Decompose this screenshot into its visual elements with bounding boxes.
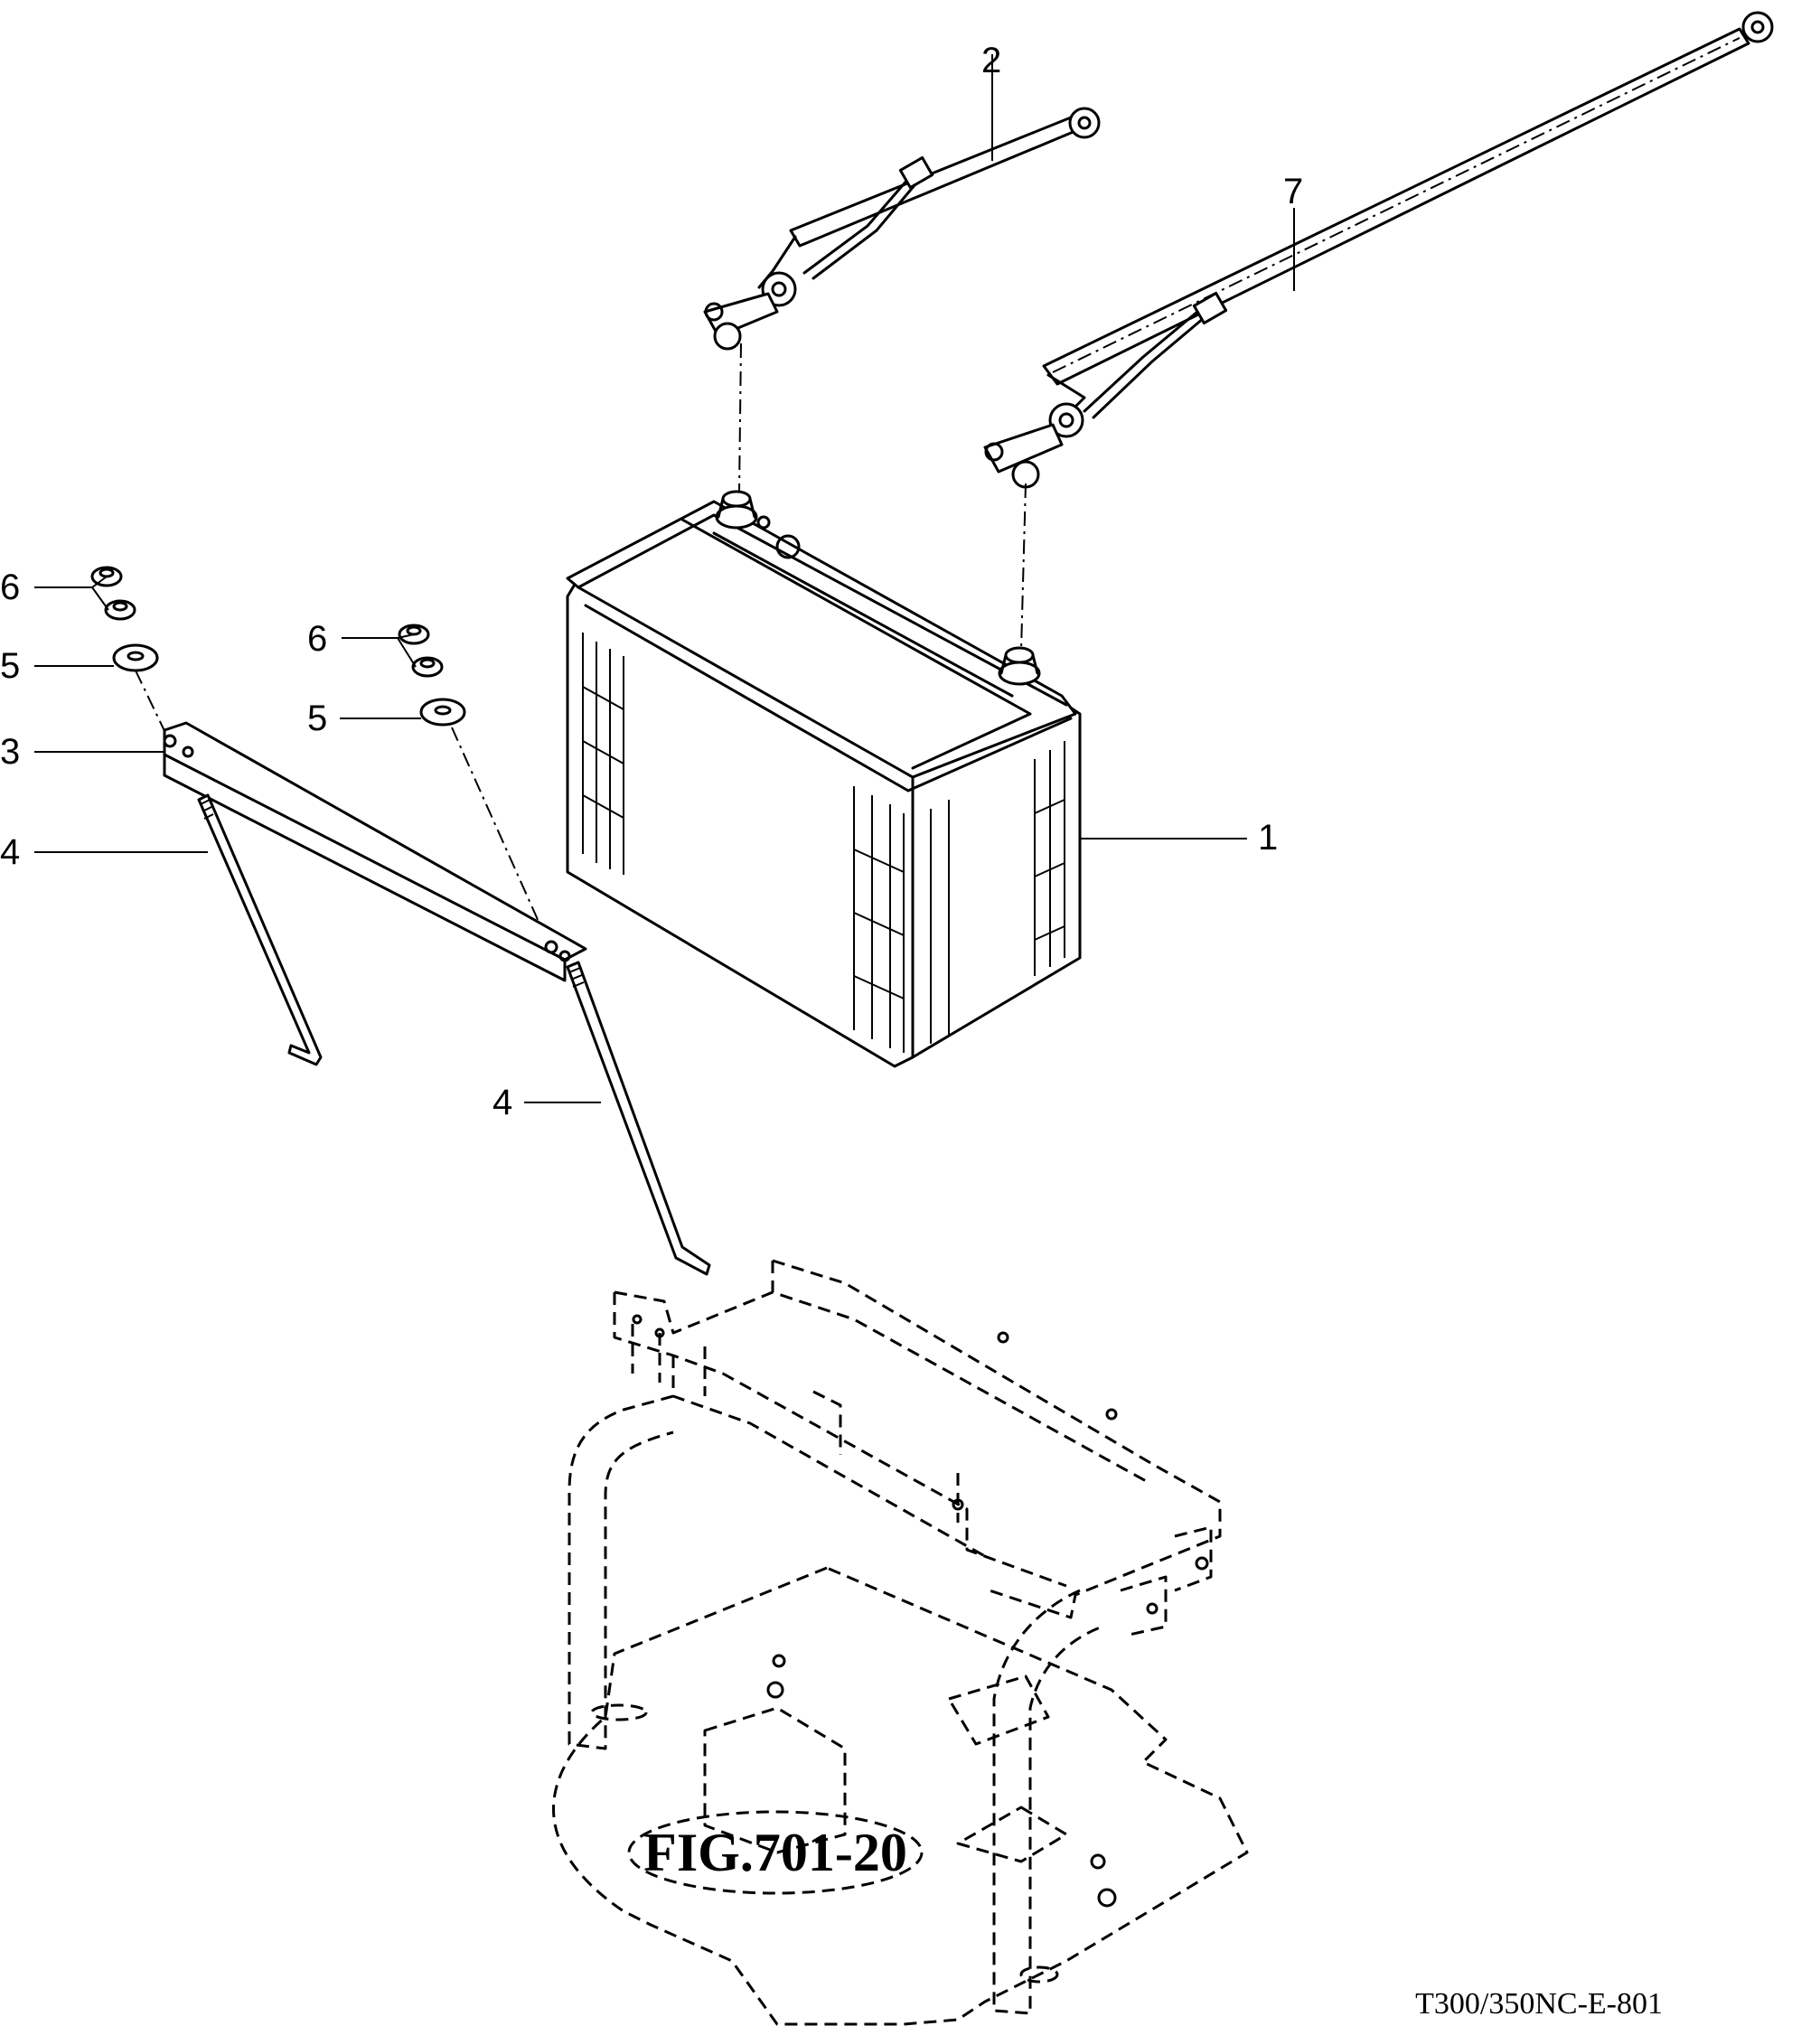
- battery: [566, 490, 1082, 1068]
- callout-6-right: 6: [307, 619, 327, 659]
- battery-vent-grille-left: [582, 633, 624, 875]
- alignment-line-left-stud: [135, 670, 168, 737]
- hold-down-bracket: [163, 721, 587, 982]
- alignment-line-negative: [738, 342, 742, 493]
- alignment-line-positive: [1020, 483, 1027, 652]
- callout-1: 1: [1258, 818, 1278, 858]
- battery-cable-negative: [703, 107, 1101, 351]
- nut-left-group: [90, 566, 136, 621]
- callout-5-right: 5: [307, 699, 327, 738]
- callout-3: 3: [0, 732, 20, 772]
- j-bolt-rod-right: [566, 961, 711, 1276]
- battery-vent-grille-front: [853, 741, 1065, 1053]
- battery-terminal-negative: [715, 490, 801, 559]
- figure-reference-oval: [627, 1810, 924, 1895]
- drawing-number: T300/350NC-E-801: [1415, 1987, 1663, 2021]
- washer-left: [112, 643, 159, 672]
- callout-6-left: 6: [0, 567, 20, 607]
- callout-4-left: 4: [0, 832, 20, 872]
- callout-4-right: 4: [493, 1083, 512, 1122]
- washer-right: [419, 698, 466, 727]
- battery-cable-positive: [983, 11, 1774, 489]
- figure-reference-label: FIG.701-20: [643, 1823, 907, 1882]
- callout-2: 2: [981, 41, 1001, 80]
- alignment-line-right-stud: [451, 727, 548, 941]
- callout-5-left: 5: [0, 646, 20, 686]
- battery-tray-frame-reference: [552, 1259, 1249, 2026]
- battery-terminal-positive: [998, 646, 1041, 686]
- callout-7: 7: [1283, 172, 1303, 211]
- j-bolt-rod-left: [197, 793, 323, 1066]
